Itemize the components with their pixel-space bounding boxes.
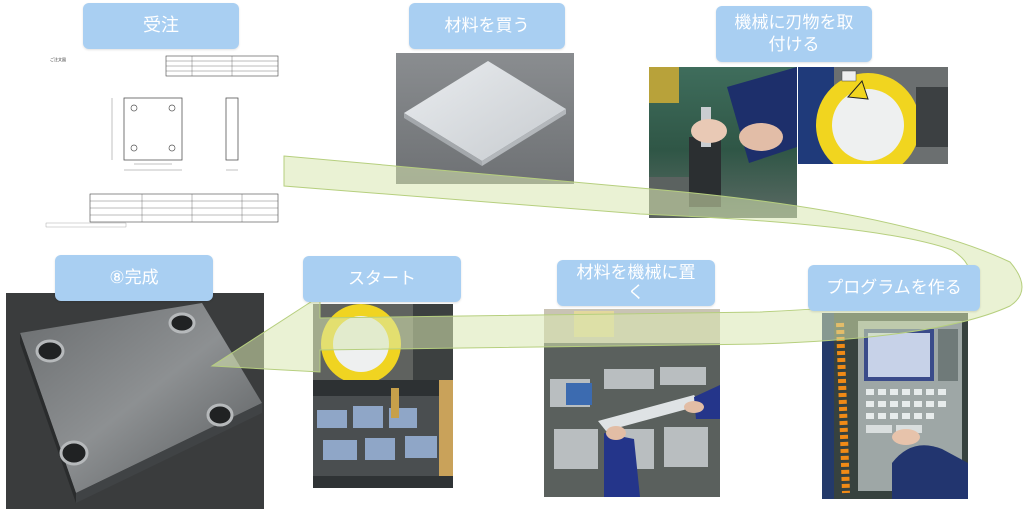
step-start-text: スタート <box>348 269 416 289</box>
order-drawing: ご注文図 <box>42 52 282 230</box>
step-buy-material-text: 材料を買う <box>444 16 530 36</box>
material-plate-photo <box>396 53 574 184</box>
step-complete-text: 完成 <box>124 268 159 288</box>
vise-fixture-image <box>544 309 720 497</box>
step-mount-tool-text: 機械に刃物を取付ける <box>734 13 854 55</box>
machining-in-progress-image <box>313 380 453 488</box>
step-program-label: プログラムを作る <box>808 265 980 311</box>
step-order-label: 受注 <box>83 3 239 49</box>
step-place-material-text: 材料を機械に置く <box>576 263 696 303</box>
cnc-control-panel-image <box>822 313 968 499</box>
step-mount-tool-label: 機械に刃物を取付ける <box>716 6 872 62</box>
aluminum-plate-image <box>404 61 566 166</box>
start-photo-bottom <box>313 380 453 488</box>
step-buy-material-label: 材料を買う <box>409 3 565 49</box>
tool-magazine-start-image <box>313 304 453 380</box>
step-order-text: 受注 <box>143 15 179 36</box>
start-photo-top <box>313 304 453 380</box>
tool-holder-image <box>649 67 797 218</box>
technical-drawing-image: ご注文図 <box>42 52 282 230</box>
finished-plate-image <box>6 293 264 509</box>
place-material-photo <box>544 309 720 497</box>
mount-tool-photo-left <box>649 67 797 218</box>
svg-text:ご注文図: ご注文図 <box>50 56 66 62</box>
step-start-label: スタート <box>303 256 461 302</box>
mount-tool-photo-right <box>798 67 948 164</box>
step-complete-number: ⑧ <box>109 268 125 288</box>
finished-part-photo <box>6 293 264 509</box>
step-place-material-label: 材料を機械に置く <box>557 260 715 306</box>
step-program-text: プログラムを作る <box>826 278 962 298</box>
cnc-panel-photo <box>822 313 968 499</box>
tool-magazine-image <box>798 67 948 164</box>
